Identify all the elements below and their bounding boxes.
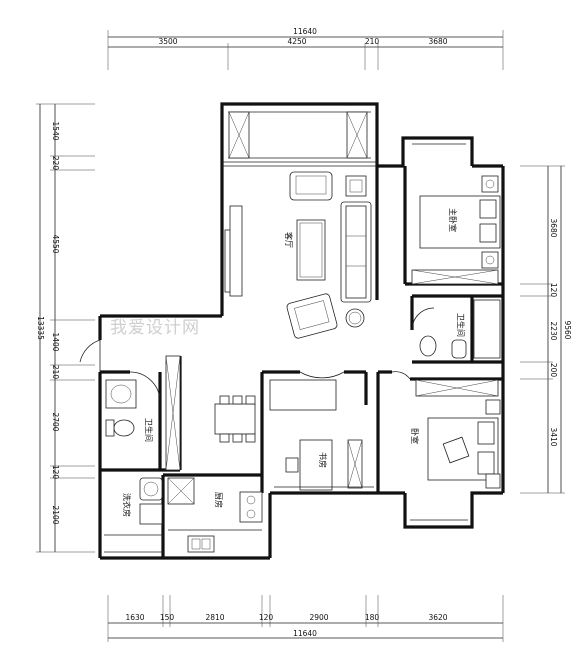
bathroom: 卫生间 [105,371,161,442]
kitchen: 厨房 [167,477,263,553]
left-dim-seg: 120 [51,465,60,480]
bedroom: 卧室 [391,371,501,489]
right-dim-seg: 3410 [549,427,558,446]
bottom-dimension-chain: 1630 150 2810 120 2900 180 3620 11640 [107,595,504,642]
top-dim-seg: 4250 [287,37,306,46]
right-total-dim: 9560 [563,320,572,339]
living-room: 客厅 [224,171,372,339]
top-total-dim: 11640 [293,27,317,36]
bottom-total-dim: 11640 [293,629,317,638]
room-label-study: 书房 [318,452,328,468]
room-label-kitchen: 厨房 [214,492,224,508]
right-dimension-chain: 3680 120 2230 200 3410 9560 [520,165,572,494]
watermark: 我爱设计网 [110,318,200,338]
left-dim-seg: 1400 [51,332,60,351]
master-bedroom: 主卧室 [411,143,501,285]
right-dim-seg: 3680 [549,218,558,237]
exterior-walls [98,102,505,560]
bottom-dim-seg: 120 [259,613,274,622]
room-label-living: 客厅 [284,232,294,248]
balcony-top [222,111,377,167]
top-dim-seg: 210 [365,37,380,46]
left-dim-seg: 1540 [51,121,60,140]
dining-area [79,339,256,471]
laundry: 洗衣房 [104,477,163,536]
top-dimension-chain: 11640 3500 4250 210 3680 [107,27,504,70]
left-dim-seg: 220 [51,156,60,171]
room-label-master-bath: 卫生间 [456,313,466,337]
right-dim-seg: 2230 [549,321,558,340]
left-dim-seg: 2100 [51,505,60,524]
top-dim-seg: 3500 [158,37,177,46]
bottom-dim-seg: 2900 [309,613,328,622]
left-dim-seg: 210 [51,365,60,380]
bottom-dim-seg: 3620 [428,613,447,622]
left-dimension-chain: 1540 220 4550 1400 210 2700 120 2100 133… [36,103,95,553]
windows-bottom [104,486,468,553]
bottom-dim-seg: 1630 [125,613,144,622]
bottom-dim-seg: 180 [365,613,380,622]
right-dim-seg: 120 [549,283,558,298]
study: 书房 [269,371,363,491]
left-total-dim: 13335 [36,316,45,340]
room-label-laundry: 洗衣房 [122,493,132,517]
room-label-bedroom: 卧室 [410,428,420,444]
bottom-dim-seg: 2810 [205,613,224,622]
top-dim-seg: 3680 [428,37,447,46]
left-dim-seg: 4550 [51,234,60,253]
left-dim-seg: 2700 [51,412,60,431]
bottom-dim-seg: 150 [160,613,175,622]
master-bath: 卫生间 [411,299,501,359]
room-label-master-bed: 主卧室 [448,208,458,232]
right-dim-seg: 200 [549,363,558,378]
room-label-bath: 卫生间 [144,418,154,442]
